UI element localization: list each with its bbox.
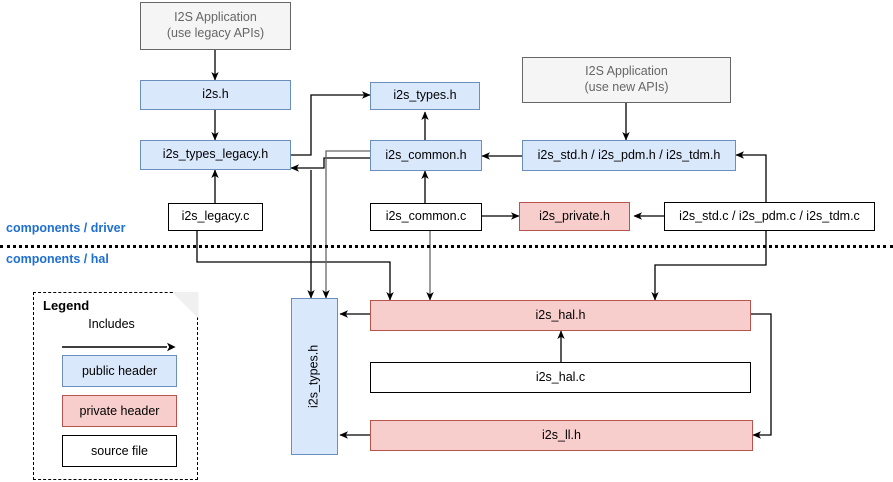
node-i2s-ll-h[interactable]: i2s_ll.h xyxy=(370,420,753,451)
node-i2s-std-pdm-tdm-c[interactable]: i2s_std.c / i2s_pdm.c / i2s_tdm.c xyxy=(664,202,875,231)
node-i2s-hal-h[interactable]: i2s_hal.h xyxy=(370,300,751,331)
zone-label-hal: components / hal xyxy=(6,252,109,266)
node-i2s-types-h-top[interactable]: i2s_types.h xyxy=(370,82,480,110)
legend-item-source-file: source file xyxy=(62,435,177,467)
edge-types-legacy-to-types-h xyxy=(291,91,371,156)
node-i2s-application-legacy[interactable]: I2S Application (use legacy APIs) xyxy=(140,2,291,50)
node-i2s-types-legacy-h[interactable]: i2s_types_legacy.h xyxy=(140,140,291,170)
node-i2s-std-pdm-tdm-h[interactable]: i2s_std.h / i2s_pdm.h / i2s_tdm.h xyxy=(522,140,736,171)
zone-label-driver: components / driver xyxy=(6,221,126,235)
edge-common-h-to-types-h-hal xyxy=(322,150,370,299)
node-i2s-common-h[interactable]: i2s_common.h xyxy=(370,140,482,171)
folded-corner-icon xyxy=(171,291,199,319)
legend-title: Legend xyxy=(43,298,90,313)
legend-includes-arrow-icon xyxy=(62,342,176,352)
legend-box: Legend Includes public header private he… xyxy=(33,291,199,480)
edge-std-c-to-hal-h xyxy=(651,231,767,301)
edge-common-h-to-types-legacy xyxy=(290,157,370,172)
node-i2s-application-new[interactable]: I2S Application (use new APIs) xyxy=(522,57,731,103)
edge-std-c-to-std-h xyxy=(735,151,767,203)
node-i2s-hal-c[interactable]: i2s_hal.c xyxy=(370,362,751,393)
edge-hal-h-to-ll-h xyxy=(751,313,772,439)
node-i2s-types-h-hal[interactable]: i2s_types.h xyxy=(291,298,338,455)
edge-legacy-c-to-hal-h xyxy=(196,231,394,301)
zone-divider xyxy=(0,245,893,248)
legend-includes-label: Includes xyxy=(88,317,135,331)
legend-item-private-header: private header xyxy=(62,395,177,427)
node-i2s-common-c[interactable]: i2s_common.c xyxy=(370,203,482,231)
node-i2s-legacy-c[interactable]: i2s_legacy.c xyxy=(168,203,263,231)
node-i2s-private-h[interactable]: i2s_private.h xyxy=(519,202,630,231)
legend-item-public-header: public header xyxy=(62,355,177,387)
node-i2s-h[interactable]: i2s.h xyxy=(140,80,291,110)
